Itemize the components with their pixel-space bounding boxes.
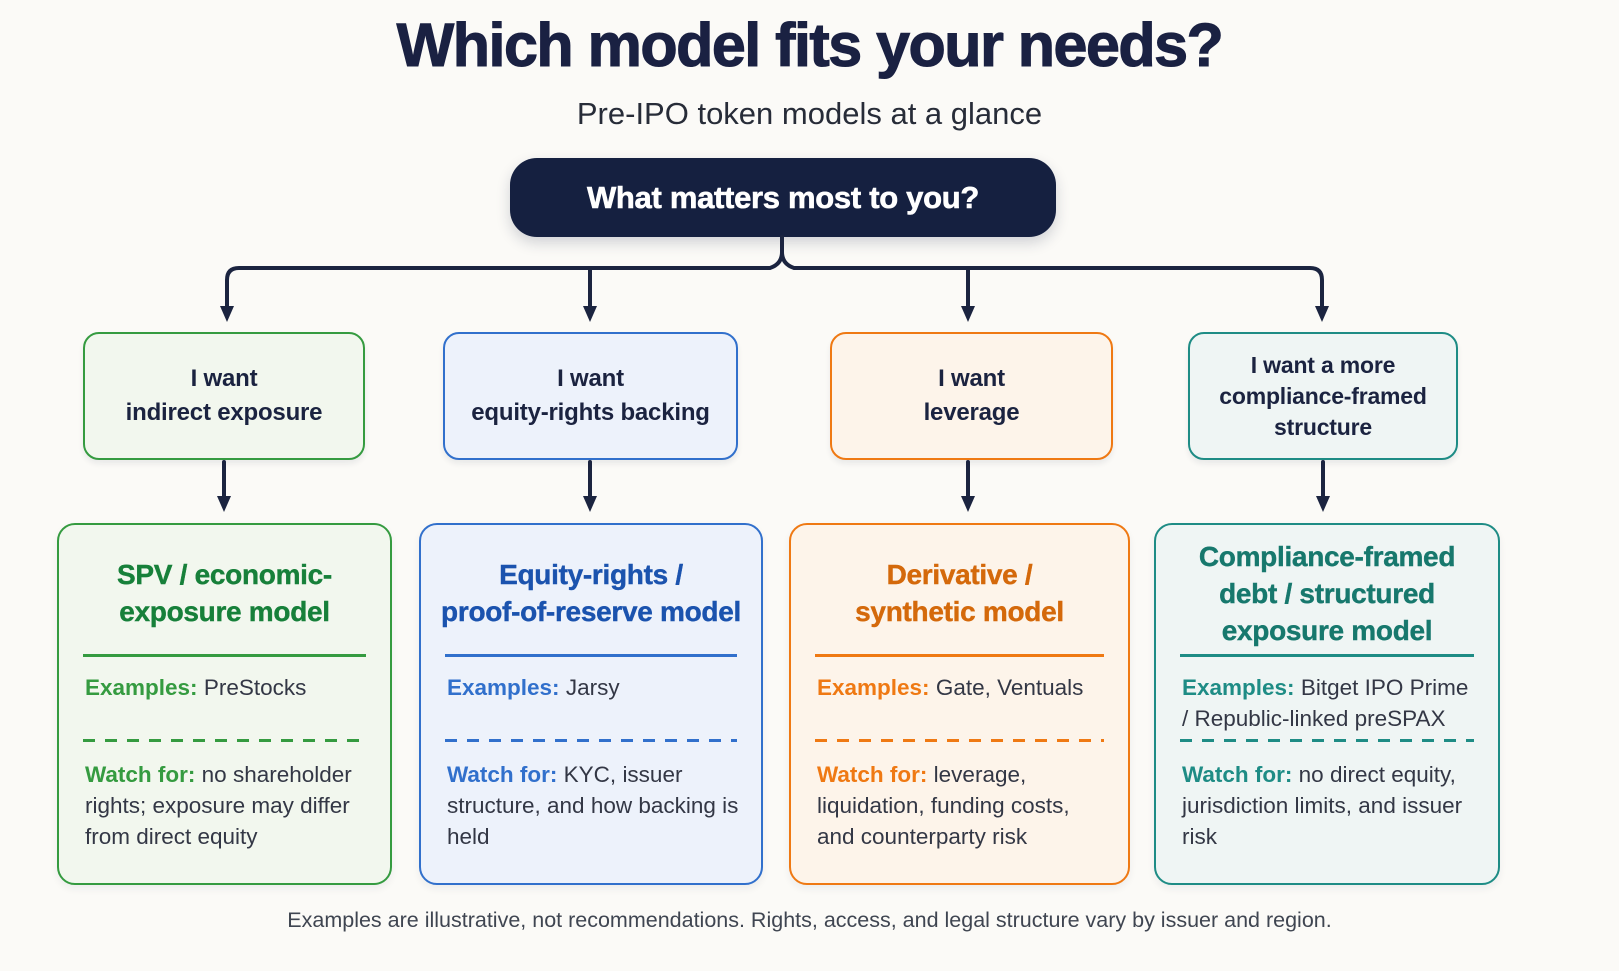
examples-row: Examples: PreStocks: [85, 672, 372, 703]
page-subtitle: Pre-IPO token models at a glance: [576, 96, 1043, 131]
examples-label: Examples:: [447, 675, 560, 700]
branch-label: I want indirect exposure: [125, 365, 323, 426]
branch-label: I want leverage: [923, 365, 1020, 426]
branch-box-compliance-framed: I want a more compliance-framed structur…: [1188, 332, 1458, 460]
watch-row: Watch for: no shareholder rights; exposu…: [85, 759, 372, 852]
branch-box-leverage: I want leverage: [830, 332, 1113, 460]
branch-box-equity-rights-backing: I want equity-rights backing: [443, 332, 738, 460]
branch-box-indirect-exposure: I want indirect exposure: [83, 332, 365, 460]
dashed-divider: [83, 739, 366, 742]
dashed-divider: [1180, 739, 1474, 742]
examples-row: Examples: Bitget IPO Prime / Republic-li…: [1182, 672, 1480, 734]
watch-value: KYC, issuer structure, and how backing i…: [447, 762, 739, 849]
examples-row: Examples: Gate, Ventuals: [817, 672, 1110, 703]
watch-value: leverage, liquidation, funding costs, an…: [817, 762, 1070, 849]
watch-label: Watch for:: [447, 762, 558, 787]
solid-divider: [815, 654, 1104, 657]
watch-label: Watch for:: [85, 762, 196, 787]
page-title: Which model fits your needs?: [396, 11, 1224, 79]
model-card-compliance-framed-debt: Compliance-framed debt / structured expo…: [1154, 523, 1500, 885]
examples-value: Bitget IPO Prime / Republic-linked preSP…: [1182, 675, 1469, 731]
examples-label: Examples:: [817, 675, 930, 700]
watch-value: no shareholder rights; exposure may diff…: [85, 762, 352, 849]
watch-row: Watch for: KYC, issuer structure, and ho…: [447, 759, 743, 852]
model-card-spv-economic-exposure: SPV / economic- exposure model Examples:…: [57, 523, 392, 885]
dashed-divider: [445, 739, 737, 742]
examples-value: Jarsy: [565, 675, 620, 700]
model-card-derivative-synthetic: Derivative / synthetic model Examples: G…: [789, 523, 1130, 885]
solid-divider: [83, 654, 366, 657]
model-title: Derivative / synthetic model: [855, 559, 1064, 627]
solid-divider: [1180, 654, 1474, 657]
examples-label: Examples:: [85, 675, 198, 700]
watch-label: Watch for:: [1182, 762, 1293, 787]
watch-row: Watch for: leverage, liquidation, fundin…: [817, 759, 1110, 852]
model-title: SPV / economic- exposure model: [117, 559, 333, 627]
disclaimer-note: Examples are illustrative, not recommend…: [287, 908, 1332, 932]
model-title: Equity-rights / proof-of-reserve model: [441, 559, 742, 627]
dashed-divider: [815, 739, 1104, 742]
branch-label: I want a more compliance-framed structur…: [1219, 351, 1427, 440]
model-title: Compliance-framed debt / structured expo…: [1198, 540, 1456, 646]
connector-root-to-branch-4: [780, 235, 1329, 322]
examples-value: Gate, Ventuals: [935, 675, 1084, 700]
model-card-equity-rights-proof-of-reserve: Equity-rights / proof-of-reserve model E…: [419, 523, 763, 885]
watch-label: Watch for:: [817, 762, 928, 787]
watch-row: Watch for: no direct equity, jurisdictio…: [1182, 759, 1480, 852]
root-question-box: What matters most to you?: [510, 158, 1056, 237]
solid-divider: [445, 654, 737, 657]
examples-row: Examples: Jarsy: [447, 672, 743, 703]
watch-value: no direct equity, jurisdiction limits, a…: [1182, 762, 1463, 849]
root-question-label: What matters most to you?: [586, 179, 980, 215]
branch-label: I want equity-rights backing: [471, 365, 710, 426]
examples-value: PreStocks: [203, 675, 307, 700]
examples-label: Examples:: [1182, 675, 1295, 700]
connector-root-to-branch-1: [220, 235, 784, 322]
